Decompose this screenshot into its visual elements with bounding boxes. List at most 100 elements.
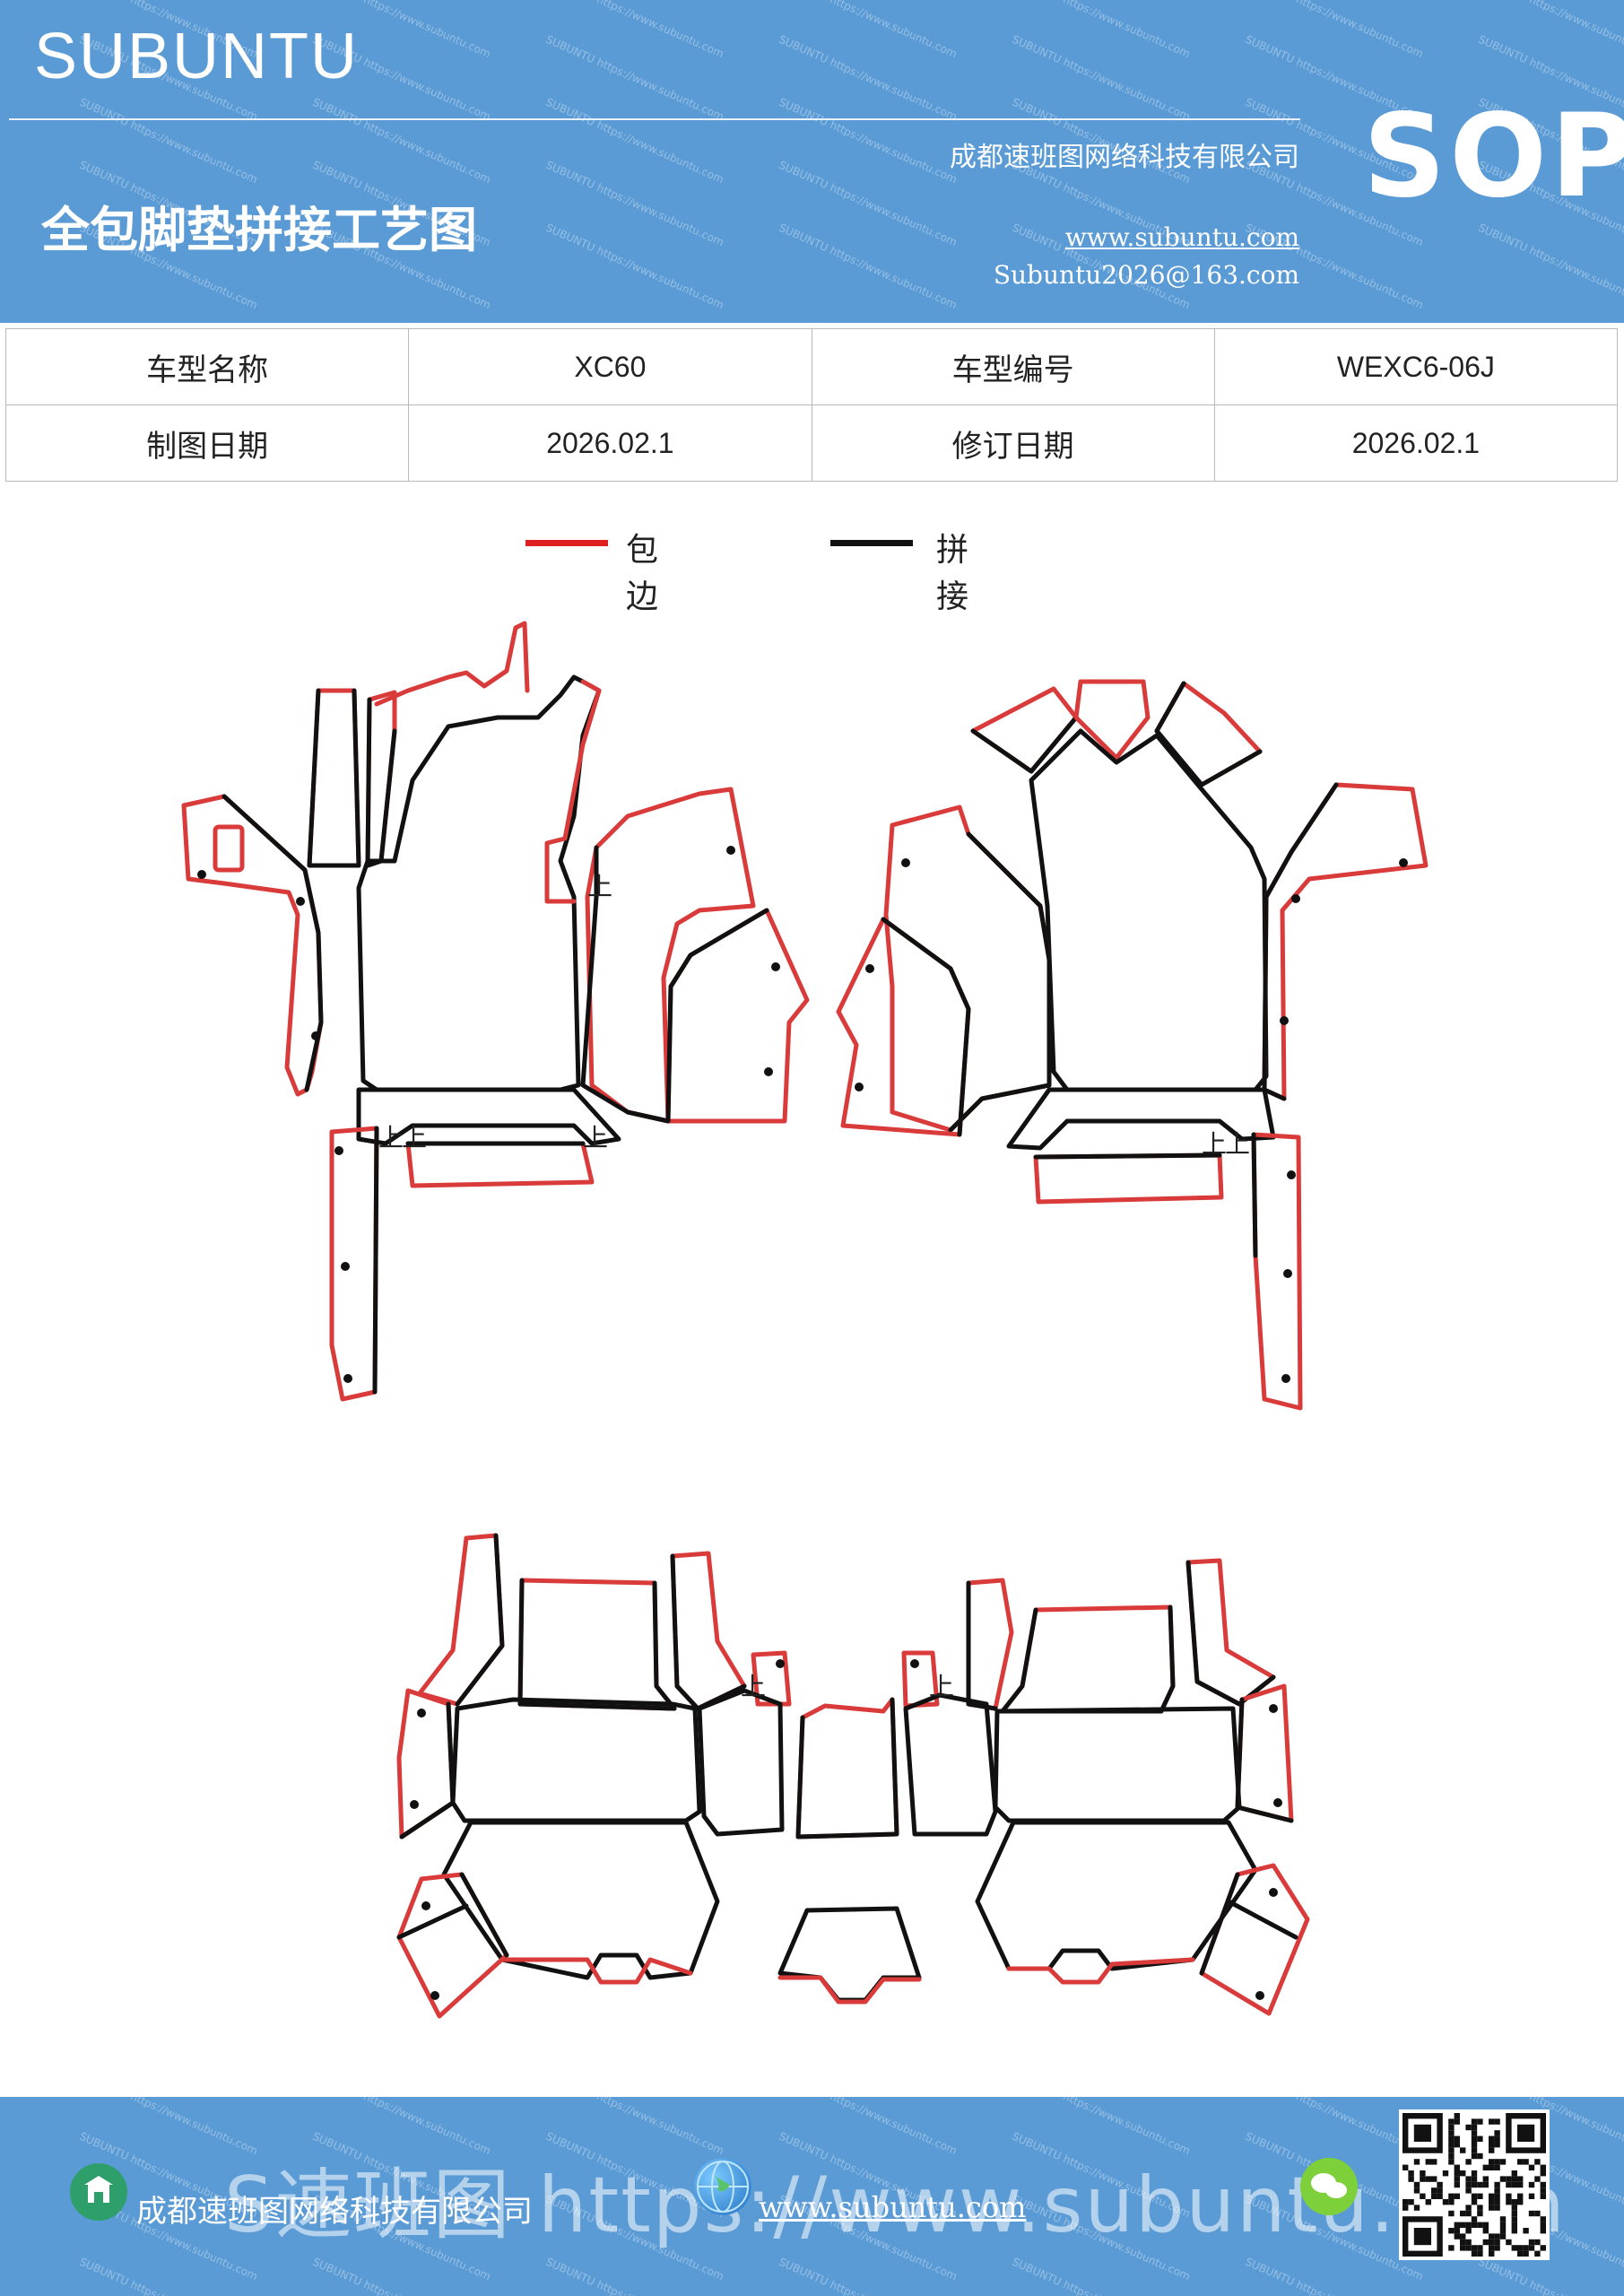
rear-left-mat-group: 上 bbox=[396, 1533, 792, 2019]
seam-line bbox=[365, 697, 397, 868]
wechat-icon bbox=[1300, 2158, 1358, 2215]
mounting-dot bbox=[1269, 1888, 1278, 1897]
mat-piece bbox=[993, 1706, 1242, 1823]
mounting-dot bbox=[1283, 1269, 1292, 1278]
floor-mat-splicing-diagram: 上 上 上 上 bbox=[181, 621, 1429, 2019]
mat-piece bbox=[901, 1650, 940, 1709]
watermark-text: SUBUNTU https://www.subuntu.com bbox=[77, 95, 260, 187]
mounting-dot bbox=[764, 1067, 773, 1076]
globe-icon bbox=[694, 2158, 751, 2215]
mounting-dot bbox=[1269, 1704, 1278, 1713]
watermark-text: SUBUNTU https://www.subuntu.com bbox=[1476, 221, 1624, 312]
edge-binding bbox=[777, 1975, 922, 2005]
mounting-dot bbox=[771, 962, 780, 971]
header-divider bbox=[9, 118, 1300, 120]
mat-piece bbox=[405, 1141, 595, 1188]
mat-piece bbox=[329, 1126, 379, 1402]
watermark-text: SUBUNTU https://www.subuntu.com bbox=[543, 158, 726, 249]
document-title: 全包脚垫拼接工艺图 bbox=[41, 202, 477, 258]
company-name: 成都速班图网络科技有限公司 bbox=[950, 142, 1299, 173]
seam-line bbox=[1033, 1152, 1222, 1160]
mat-piece bbox=[697, 1688, 785, 1837]
seam-line bbox=[1000, 1605, 1176, 1714]
seam-line bbox=[795, 1697, 899, 1839]
mat-piece bbox=[356, 1087, 621, 1146]
watermark-text: SUBUNTU https://www.subuntu.com bbox=[777, 158, 960, 249]
mat-piece bbox=[396, 1872, 509, 2019]
mounting-dot bbox=[334, 1146, 343, 1155]
seam-line bbox=[396, 1872, 509, 1958]
page-footer: SUBUNTU https://www.subuntu.com SUBUNTU h… bbox=[0, 2097, 1624, 2296]
mounting-dot bbox=[430, 1991, 439, 2000]
rear-center-mat-group bbox=[777, 1697, 922, 2005]
watermark-text: SUBUNTU https://www.subuntu.com bbox=[1243, 0, 1426, 61]
mounting-dot bbox=[901, 858, 910, 867]
seam-line bbox=[1235, 1697, 1294, 1823]
model-name-value: XC60 bbox=[408, 328, 812, 405]
seam-line bbox=[307, 688, 361, 868]
watermark-text: SUBUNTU https://www.subuntu.com bbox=[777, 2256, 959, 2296]
qr-code-image bbox=[1403, 2113, 1546, 2257]
mounting-dot bbox=[865, 964, 874, 973]
mounting-dot bbox=[1281, 1374, 1290, 1383]
mounting-dot bbox=[421, 1901, 430, 1910]
table-row: 制图日期 2026.02.1 修订日期 2026.02.1 bbox=[4, 404, 1619, 482]
mounting-dot bbox=[311, 1031, 320, 1040]
watermark-text: SUBUNTU https://www.subuntu.com bbox=[777, 0, 960, 61]
table-row: 车型名称 XC60 车型编号 WEXC6-06J bbox=[4, 328, 1619, 405]
mat-piece bbox=[1073, 679, 1151, 761]
vehicle-info-table: 车型名称 XC60 车型编号 WEXC6-06J 制图日期 2026.02.1 … bbox=[4, 328, 1619, 482]
mat-piece bbox=[903, 1692, 998, 1837]
seam-line bbox=[1185, 1560, 1276, 1707]
watermark-text: SUBUNTU https://www.subuntu.com bbox=[1476, 0, 1624, 61]
mounting-dot bbox=[410, 1800, 419, 1809]
legend-label: 包边 bbox=[626, 532, 659, 615]
drawing-date-label: 制图日期 bbox=[4, 404, 410, 482]
mat-piece bbox=[751, 1650, 792, 1707]
mat-piece bbox=[1154, 681, 1263, 787]
seam-line bbox=[455, 1533, 505, 1707]
mat-piece bbox=[417, 1533, 505, 1707]
revision-date-label: 修订日期 bbox=[811, 404, 1215, 482]
seam-line bbox=[517, 1578, 677, 1711]
contact-email[interactable]: Subuntu2026@163.com bbox=[993, 260, 1299, 290]
mounting-dot bbox=[1287, 1170, 1296, 1179]
mat-piece bbox=[777, 1906, 922, 2003]
seam-mark: 上 bbox=[587, 872, 612, 901]
seam-line bbox=[1262, 782, 1339, 1101]
mat-piece bbox=[517, 1578, 677, 1711]
seam-mark: 上 bbox=[741, 1672, 766, 1701]
watermark-text: SUBUNTU https://www.subuntu.com bbox=[777, 221, 960, 312]
seam-line bbox=[580, 845, 671, 1124]
watermark-text: SUBUNTU https://www.subuntu.com bbox=[543, 2256, 725, 2296]
mat-piece bbox=[665, 908, 810, 1124]
seam-mark: 上 bbox=[583, 1123, 608, 1152]
watermark-text: SUBUNTU https://www.subuntu.com bbox=[310, 2256, 492, 2296]
website-link[interactable]: www.subuntu.com bbox=[1064, 222, 1299, 252]
mounting-dot bbox=[1255, 1991, 1264, 2000]
mat-piece bbox=[181, 794, 324, 1097]
mounting-dot bbox=[417, 1709, 426, 1718]
watermark-text: SUBUNTU https://www.subuntu.com bbox=[1010, 0, 1193, 61]
edge-binding bbox=[544, 679, 602, 904]
mat-piece bbox=[441, 1820, 720, 1980]
mounting-dot bbox=[1399, 858, 1408, 867]
footer-website-link[interactable]: www.subuntu.com bbox=[759, 2190, 1027, 2224]
seam-line bbox=[948, 831, 1052, 1133]
mounting-dot bbox=[1291, 894, 1300, 903]
seam-mark: 上 bbox=[1202, 1129, 1227, 1159]
seam-line bbox=[665, 908, 769, 1124]
mat-piece bbox=[883, 804, 1052, 1133]
mounting-dot bbox=[343, 1374, 352, 1383]
watermark-text: SUBUNTU https://www.subuntu.com bbox=[543, 221, 726, 312]
watermark-text: SUBUNTU https://www.subuntu.com bbox=[310, 95, 493, 187]
mat-piece bbox=[585, 787, 756, 1124]
mounting-dot bbox=[1280, 1016, 1289, 1025]
model-name-label: 车型名称 bbox=[4, 328, 410, 405]
brand-logo-text: SUBUNTU bbox=[34, 21, 360, 92]
qr-code[interactable] bbox=[1399, 2109, 1550, 2260]
mounting-dot bbox=[1273, 1798, 1282, 1807]
mat-piece bbox=[670, 1551, 747, 1711]
seam-mark: 上 bbox=[929, 1672, 954, 1701]
